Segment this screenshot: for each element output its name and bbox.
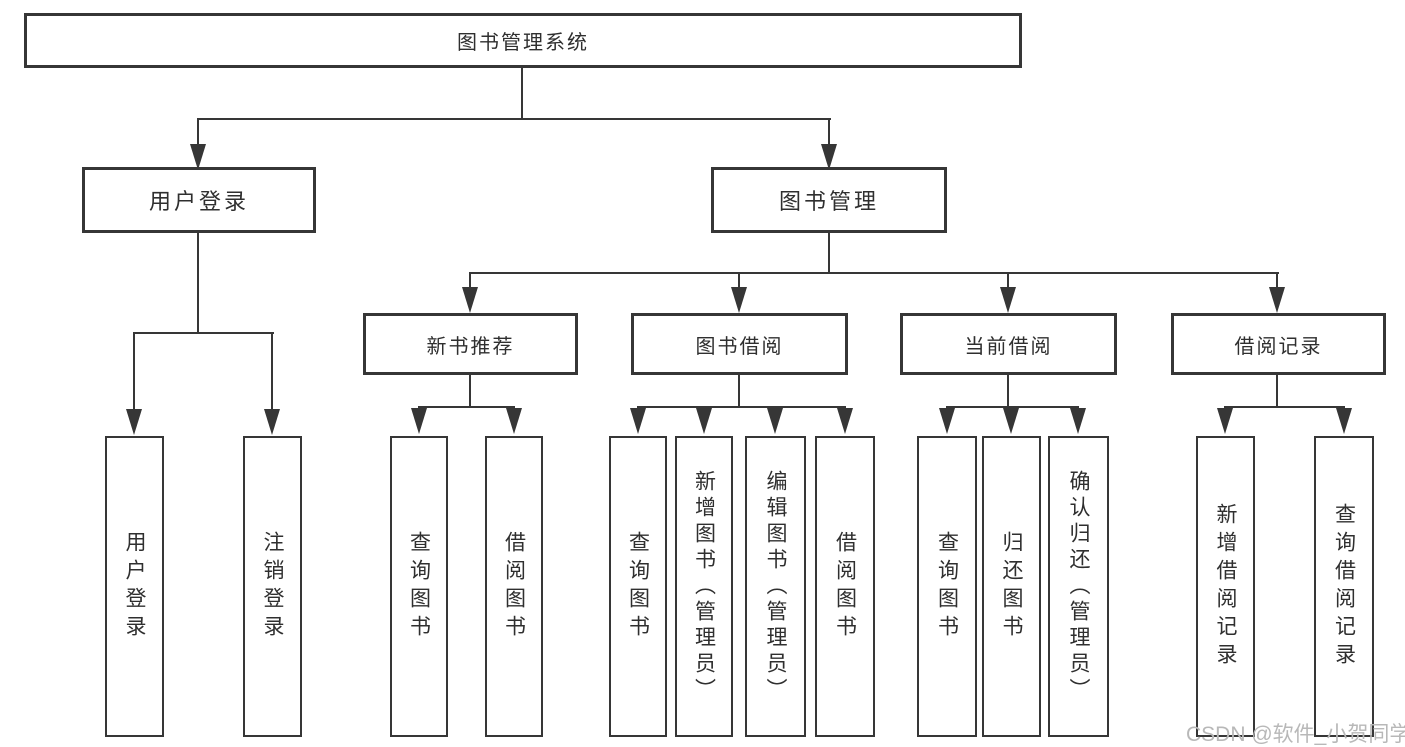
arrowhead-icon [767,408,783,434]
arrowhead-icon [731,287,747,313]
leaf-logout: 注销登录 [243,436,302,737]
connector-stem-leaf-logout [271,332,273,411]
node-root: 图书管理系统 [24,13,1022,68]
connector-level1-branch [197,118,831,120]
leaf-label: 归还图书 [1000,530,1023,643]
arrowhead-icon [1269,287,1285,313]
leaf-label: 查询借阅记录 [1332,502,1356,671]
connector-root-stub [521,66,523,120]
node-new-book-recommend: 新书推荐 [363,313,578,375]
connector-m3-branch [946,406,1079,408]
connector-m4-branch [1224,406,1345,408]
connector-m3-stub [1007,375,1009,408]
leaf-query-books-recommend: 查询图书 [390,436,448,737]
leaf-borrow-books-recommend: 借阅图书 [485,436,543,737]
leaf-label: 查询图书 [935,530,959,643]
connector-stem-borrow-records [1276,272,1278,289]
leaf-query-books-current: 查询图书 [917,436,977,737]
connector-book-mgmt-stub [828,233,830,274]
leaf-label: 新增图书（管理员） [692,469,716,704]
connector-modules-branch [469,272,1279,274]
leaf-label: 确认归还（管理员） [1067,469,1090,704]
node-book-management-label: 图书管理 [778,189,879,214]
connector-stem-user-login [197,118,199,146]
arrowhead-icon [696,408,712,434]
arrowhead-icon [1217,408,1233,434]
arrowhead-icon [630,408,646,434]
arrowhead-icon [264,409,280,435]
leaf-user-login: 用户登录 [105,436,164,737]
node-borrowing-records: 借阅记录 [1171,313,1386,375]
node-user-login-label: 用户登录 [148,189,249,214]
connector-stem-book-borrow [738,272,740,289]
leaf-label: 借阅图书 [502,530,526,643]
leaf-label: 编辑图书（管理员） [764,469,787,704]
connector-stem-current-borrow [1007,272,1009,289]
node-book-borrowing-label: 图书借阅 [695,335,784,358]
node-borrowing-records-label: 借阅记录 [1234,335,1323,358]
node-book-borrowing: 图书借阅 [631,313,848,375]
watermark-text: CSDN @软件_小贺同学 [1186,723,1405,746]
connector-m2-stub [738,375,740,408]
leaf-query-books-borrowing: 查询图书 [609,436,667,737]
leaf-borrow-books: 借阅图书 [815,436,875,737]
leaf-add-books-admin: 新增图书（管理员） [675,436,733,737]
arrowhead-icon [1000,287,1016,313]
node-current-borrowing-label: 当前借阅 [964,335,1053,358]
connector-m1-stub [469,375,471,408]
connector-user-login-stub [197,233,199,334]
leaf-label: 用户登录 [123,530,146,643]
arrowhead-icon [1070,408,1086,434]
connector-stem-leaf-login [133,332,135,411]
node-book-management: 图书管理 [711,167,947,233]
leaf-query-borrow-record: 查询借阅记录 [1314,436,1374,737]
leaf-label: 注销登录 [261,530,284,643]
connector-stem-new-books [469,272,471,289]
arrowhead-icon [939,408,955,434]
leaf-label: 查询图书 [626,530,650,643]
leaf-label: 借阅图书 [833,530,857,643]
connector-stem-book-mgmt [828,118,830,146]
leaf-edit-books-admin: 编辑图书（管理员） [745,436,806,737]
node-user-login: 用户登录 [82,167,316,233]
arrowhead-icon [1003,408,1019,434]
arrowhead-icon [837,408,853,434]
leaf-label: 查询图书 [407,530,431,643]
arrowhead-icon [1336,408,1352,434]
leaf-label: 新增借阅记录 [1214,502,1237,671]
node-root-label: 图书管理系统 [457,32,589,54]
arrowhead-icon [126,409,142,435]
arrowhead-icon [190,144,206,170]
node-new-book-recommend-label: 新书推荐 [426,335,515,358]
leaf-return-books: 归还图书 [982,436,1041,737]
connector-m4-stub [1276,375,1278,408]
arrowhead-icon [411,408,427,434]
arrowhead-icon [506,408,522,434]
connector-m1-branch [418,406,515,408]
connector-user-login-branch [133,332,274,334]
arrowhead-icon [462,287,478,313]
leaf-add-borrow-record: 新增借阅记录 [1196,436,1255,737]
connector-m2-branch [637,406,846,408]
node-current-borrowing: 当前借阅 [900,313,1117,375]
arrowhead-icon [821,144,837,170]
leaf-confirm-return-admin: 确认归还（管理员） [1048,436,1109,737]
